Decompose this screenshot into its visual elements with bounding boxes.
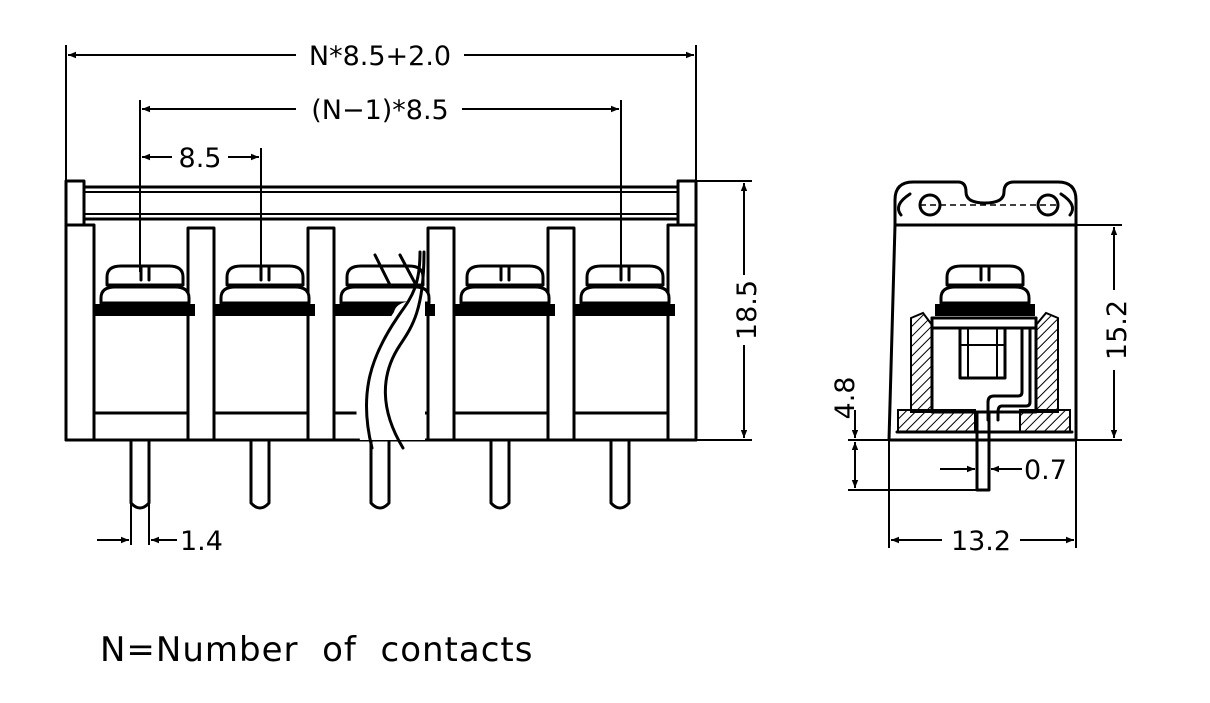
end-wall-left bbox=[64, 223, 96, 442]
dim-pin-diameter: 1.4 bbox=[97, 500, 223, 557]
wire-break bbox=[356, 250, 426, 450]
dim-overall-height-label: 18.5 bbox=[732, 280, 763, 340]
dim-overall-length: N*8.5+2.0 bbox=[65, 41, 697, 181]
dim-body-height-label: 15.2 bbox=[1102, 300, 1133, 360]
dim-pitch: 8.5 bbox=[142, 143, 262, 272]
dim-pitch-label: 8.5 bbox=[179, 143, 222, 174]
cover-rod bbox=[64, 179, 698, 227]
clamp bbox=[930, 316, 1038, 422]
screws bbox=[95, 264, 675, 316]
dim-pin-length: 4.8 bbox=[830, 377, 977, 491]
dim-overall-height: 18.5 bbox=[696, 180, 763, 441]
dim-body-height: 15.2 bbox=[1076, 224, 1133, 441]
dim-side-width-label: 13.2 bbox=[951, 526, 1011, 557]
dim-side-width: 13.2 bbox=[888, 440, 1077, 557]
dim-pin-diameter-label: 1.4 bbox=[180, 526, 223, 557]
dim-overall-length-label: N*8.5+2.0 bbox=[309, 41, 451, 72]
side-pin bbox=[975, 410, 991, 492]
side-screw bbox=[935, 264, 1035, 316]
cover-top bbox=[893, 180, 1078, 227]
front-view: N*8.5+2.0 (N−1)*8.5 8.5 18.5 bbox=[64, 41, 763, 557]
side-view: 15.2 4.8 0.7 13.2 bbox=[830, 180, 1133, 557]
pins bbox=[129, 438, 631, 510]
contacts-note: N=Number of contacts bbox=[100, 630, 533, 670]
dim-pitch-span-label: (N−1)*8.5 bbox=[311, 95, 449, 126]
barriers bbox=[186, 226, 576, 442]
dim-pin-thickness: 0.7 bbox=[940, 455, 1067, 486]
dim-pin-thickness-label: 0.7 bbox=[1024, 455, 1067, 486]
dim-pitch-span: (N−1)*8.5 bbox=[139, 95, 622, 272]
dim-pin-length-label: 4.8 bbox=[830, 377, 861, 420]
end-wall-right bbox=[666, 223, 698, 442]
